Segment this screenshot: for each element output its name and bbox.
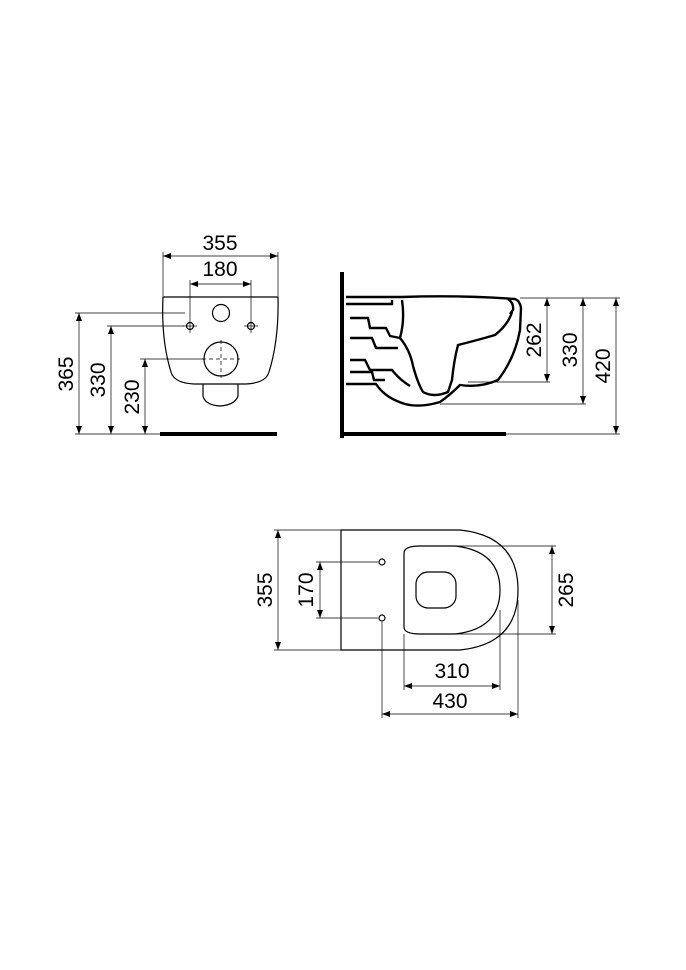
side-dim-height-420: 420 [592, 348, 615, 383]
front-dim-height-fixing: 330 [87, 362, 110, 397]
top-view: 355 170 265 310 430 [254, 529, 578, 718]
top-dim-bowl-width: 265 [555, 572, 578, 607]
side-bowl-outer-shell [346, 295, 523, 407]
side-wall [340, 272, 344, 438]
front-dim-height-outlet: 230 [121, 379, 144, 414]
top-bowl-inner [403, 545, 501, 635]
front-dim-height-total: 365 [55, 356, 78, 391]
top-fixing-hole-upper [378, 558, 386, 566]
front-fixing-hole-right [244, 319, 258, 333]
top-dim-total-length: 430 [432, 690, 467, 713]
front-inlet-circle [211, 303, 231, 323]
front-floor-line [160, 432, 277, 436]
top-dim-fixing-spacing: 170 [295, 572, 318, 607]
front-dim-width-total: 355 [202, 232, 237, 255]
side-floor-line [340, 432, 506, 436]
top-dim-bowl-length: 310 [434, 660, 469, 683]
front-fixing-hole-left [183, 319, 197, 333]
top-dim-width-total: 355 [254, 572, 277, 607]
front-outlet-spigot [202, 384, 239, 407]
side-dim-height-330: 330 [559, 332, 582, 367]
side-dim-height-262: 262 [523, 322, 546, 357]
top-water-spot [415, 571, 457, 609]
top-bowl-outline [340, 529, 519, 651]
front-bowl-outline [162, 296, 279, 385]
front-dim-width-fixing: 180 [202, 258, 237, 281]
front-view: 355 180 365 330 230 [55, 232, 279, 436]
side-bowl-inner [398, 299, 514, 397]
side-trapway [350, 316, 401, 340]
side-view: 262 330 420 [340, 272, 620, 438]
top-fixing-hole-lower [378, 614, 386, 622]
